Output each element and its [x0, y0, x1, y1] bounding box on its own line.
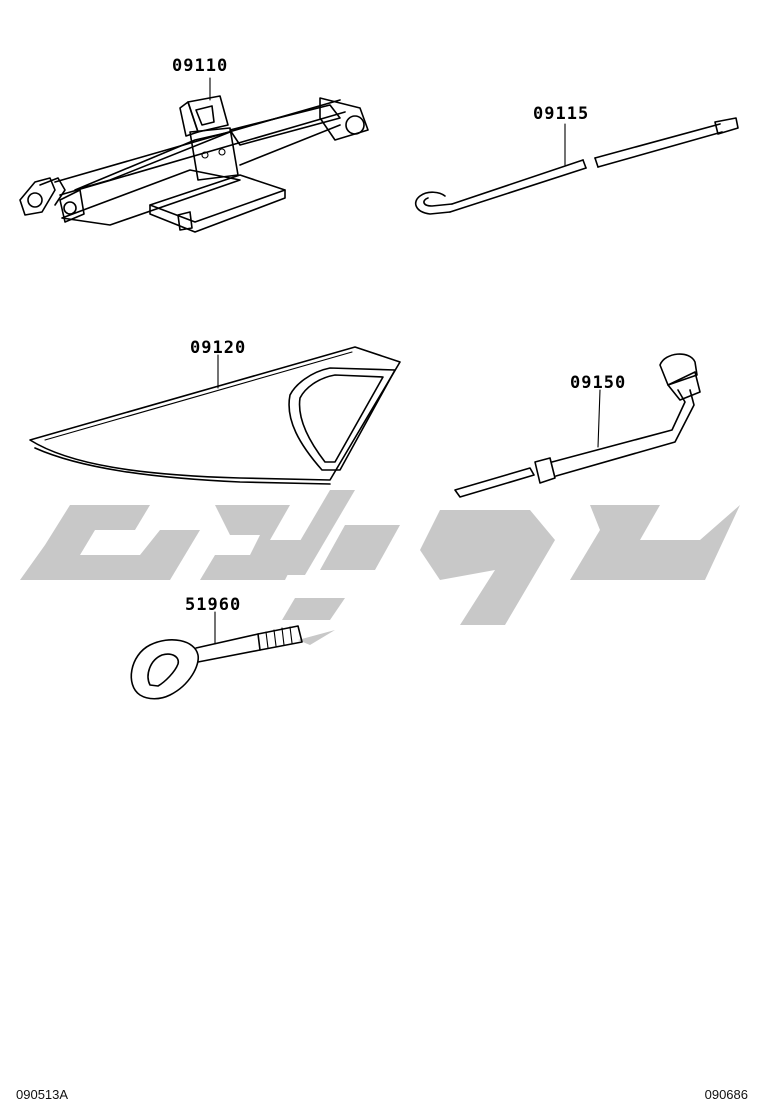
part-number-09115: 09115 [533, 104, 589, 124]
tool-bag-drawing [29, 346, 401, 485]
part-number-09150: 09150 [570, 373, 626, 393]
diagram-code-left: 090513A [16, 1087, 69, 1102]
part-number-09120: 09120 [190, 338, 246, 358]
diagram-code-right: 090686 [704, 1087, 748, 1102]
jack-drawing [19, 77, 369, 233]
watermark-logo [20, 490, 740, 645]
towing-eye-drawing [130, 611, 303, 700]
jack-handle-drawing [414, 117, 739, 215]
lug-wrench-drawing [454, 353, 701, 498]
part-number-51960: 51960 [185, 595, 241, 615]
part-number-09110: 09110 [172, 56, 228, 76]
